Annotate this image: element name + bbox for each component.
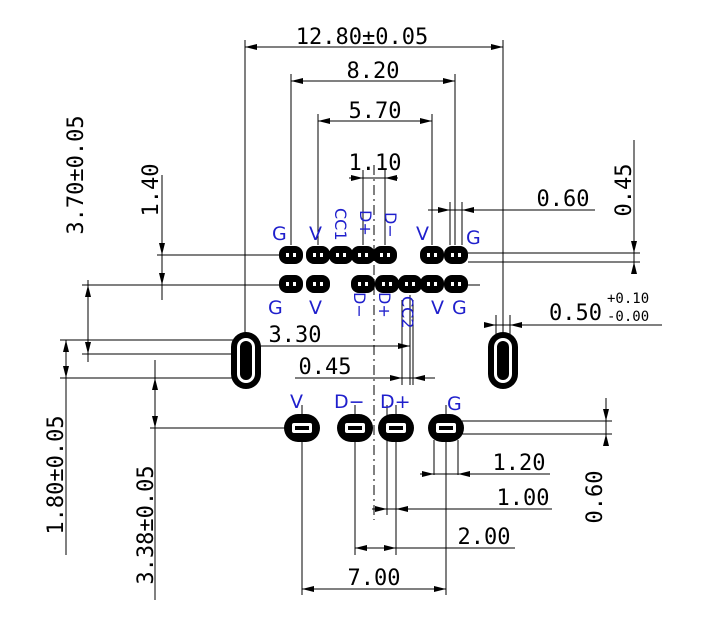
pin-label-top: CC1 xyxy=(331,208,350,241)
pin-label-top: V xyxy=(416,223,429,245)
pin-label-rear: G xyxy=(447,393,462,415)
dim-rear-span-a: 2.00 xyxy=(458,525,511,550)
pad xyxy=(375,275,399,293)
pin-label-rear: D+ xyxy=(380,391,411,413)
pad xyxy=(373,246,397,264)
dim-slot-tol-minus: -0.00 xyxy=(607,309,649,325)
dim-rear-pad-height: 0.60 xyxy=(583,471,608,524)
dim-rear-row-offset: 3.38±0.05 xyxy=(134,465,159,584)
dim-rear-span-total: 7.00 xyxy=(348,566,401,591)
pin-labels: G V CC1 D+ D− V G G V D− D+ CC2 V G V D−… xyxy=(268,208,481,415)
pin-label-bottom: V xyxy=(431,297,444,319)
rear-pad xyxy=(378,414,414,442)
pin-label-bottom: D+ xyxy=(375,292,394,318)
rear-row-pads xyxy=(284,414,464,442)
dim-overall-width: 12.80±0.05 xyxy=(296,25,428,50)
pin-label-bottom: D− xyxy=(350,292,369,318)
pad xyxy=(351,246,375,264)
pin-label-top: D− xyxy=(381,212,400,238)
right-mounting-slot xyxy=(488,332,518,389)
pad xyxy=(444,275,468,293)
pin-label-rear: D− xyxy=(334,391,365,413)
pad xyxy=(306,246,330,264)
pin-label-top: G xyxy=(466,227,481,249)
rear-pad xyxy=(284,414,320,442)
pad xyxy=(279,246,303,264)
dim-slot-height: 1.80±0.05 xyxy=(44,415,69,534)
dim-rear-pitch-b: 1.00 xyxy=(497,486,550,511)
left-mounting-slot xyxy=(231,332,261,389)
pin-label-bottom: G xyxy=(268,297,283,319)
dim-slot-tol-plus: +0.10 xyxy=(607,291,649,307)
dim-row-offset: 1.40 xyxy=(139,164,164,217)
dim-rear-pitch-a: 1.20 xyxy=(493,451,546,476)
pad xyxy=(420,246,444,264)
pin-label-top: V xyxy=(309,223,322,245)
pad xyxy=(351,275,375,293)
dim-inner-span: 5.70 xyxy=(349,99,402,124)
pin-label-top: D+ xyxy=(356,210,375,236)
rear-pad xyxy=(337,414,373,442)
pin-label-top: G xyxy=(272,223,287,245)
dim-slot-offset: 3.30 xyxy=(269,323,322,348)
dim-pad-gap: 0.45 xyxy=(299,355,352,380)
pad xyxy=(420,275,444,293)
pad xyxy=(279,275,303,293)
dim-front-height: 3.70±0.05 xyxy=(64,115,89,234)
dim-pin-pitch: 1.10 xyxy=(349,151,402,176)
pin-label-bottom: CC2 xyxy=(398,296,417,329)
rear-pad xyxy=(428,414,464,442)
dim-slot-width-base: 0.50 xyxy=(549,301,602,326)
dim-pad-width: 0.60 xyxy=(537,187,590,212)
dim-slot-width: 0.50 +0.10 -0.00 xyxy=(549,291,649,326)
bottom-row-pads xyxy=(279,275,468,293)
pin-label-rear: V xyxy=(290,391,303,413)
pad xyxy=(329,246,353,264)
top-row-pads xyxy=(279,246,468,264)
pad xyxy=(398,275,422,293)
dim-row-span: 8.20 xyxy=(347,59,400,84)
pad xyxy=(444,246,468,264)
pad xyxy=(306,275,330,293)
dim-pad-height: 0.45 xyxy=(612,164,637,217)
pin-label-bottom: G xyxy=(452,297,467,319)
pin-label-bottom: V xyxy=(309,297,322,319)
